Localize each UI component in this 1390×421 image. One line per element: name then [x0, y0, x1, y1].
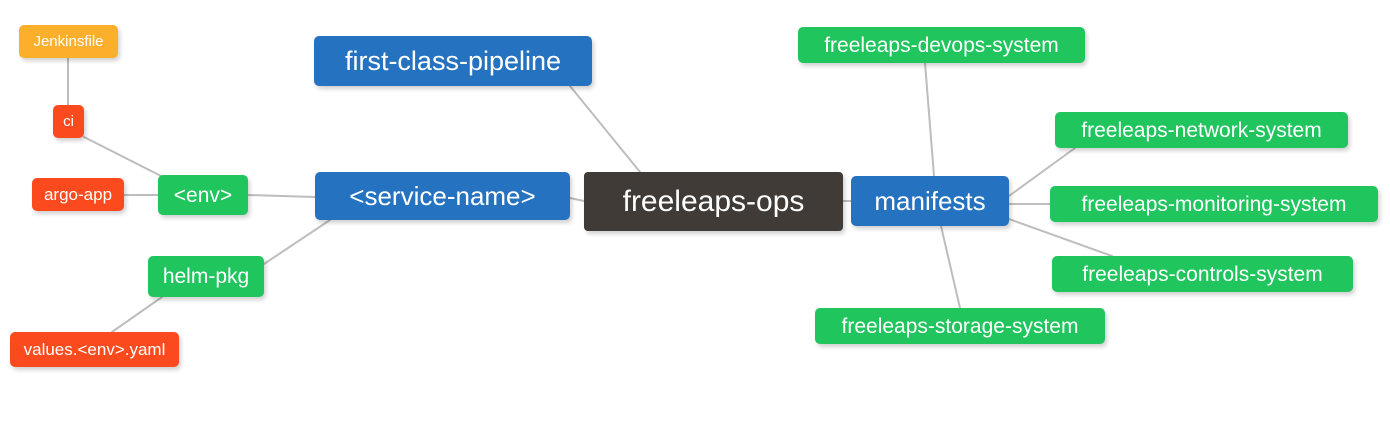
node-label-argoapp: argo-app	[43, 185, 113, 204]
node-pipeline[interactable]: first-class-pipeline	[314, 36, 592, 86]
node-env[interactable]: <env>	[158, 175, 248, 215]
node-valuesyaml[interactable]: values.<env>.yaml	[10, 332, 179, 367]
node-network[interactable]: freeleaps-network-system	[1055, 112, 1348, 148]
node-storage[interactable]: freeleaps-storage-system	[815, 308, 1105, 344]
edge-helmpkg-to-valuesyaml	[111, 296, 163, 333]
edge-manifests-to-storage	[940, 225, 961, 309]
node-root[interactable]: freeleaps-ops	[584, 172, 843, 231]
edge-service-to-helmpkg	[263, 219, 331, 265]
node-label-env: <env>	[173, 183, 233, 207]
node-label-service: <service-name>	[349, 181, 536, 211]
node-label-jenkinsfile: Jenkinsfile	[33, 33, 104, 50]
node-label-monitoring: freeleaps-monitoring-system	[1081, 192, 1347, 216]
node-label-root: freeleaps-ops	[622, 184, 805, 218]
node-label-controls: freeleaps-controls-system	[1082, 262, 1323, 286]
node-jenkinsfile[interactable]: Jenkinsfile	[19, 25, 118, 58]
node-argoapp[interactable]: argo-app	[32, 178, 124, 211]
node-label-ci: ci	[63, 113, 74, 130]
node-devops[interactable]: freeleaps-devops-system	[798, 27, 1085, 63]
node-label-pipeline: first-class-pipeline	[344, 45, 562, 76]
node-label-valuesyaml: values.<env>.yaml	[23, 340, 166, 359]
edge-manifests-to-devops	[924, 62, 935, 177]
edge-manifests-to-controls	[1008, 218, 1113, 257]
node-label-devops: freeleaps-devops-system	[824, 33, 1059, 57]
node-label-manifests: manifests	[874, 186, 986, 216]
node-label-storage: freeleaps-storage-system	[841, 314, 1079, 338]
node-controls[interactable]: freeleaps-controls-system	[1052, 256, 1353, 292]
node-ci[interactable]: ci	[53, 105, 84, 138]
edge-env-to-ci	[83, 136, 164, 178]
node-monitoring[interactable]: freeleaps-monitoring-system	[1050, 186, 1378, 222]
node-label-network: freeleaps-network-system	[1081, 118, 1322, 142]
node-manifests[interactable]: manifests	[851, 176, 1009, 226]
node-helmpkg[interactable]: helm-pkg	[148, 256, 264, 297]
edge-root-to-service	[569, 197, 585, 202]
node-service[interactable]: <service-name>	[315, 172, 570, 220]
node-label-helmpkg: helm-pkg	[162, 265, 250, 288]
edge-pipeline-to-root	[569, 85, 641, 173]
edge-service-to-env	[247, 194, 316, 198]
